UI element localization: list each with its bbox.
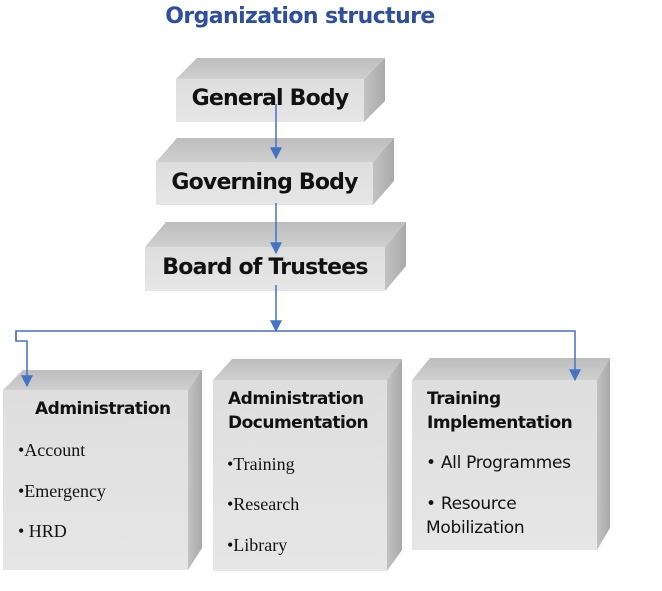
board-of-trustees-label: Board of Trustees — [162, 255, 368, 280]
training-implementation-box — [412, 358, 610, 550]
connector-branch-left — [15, 331, 33, 388]
board-of-trustees-box — [145, 222, 406, 291]
training-item-all-programmes: • All Programmes — [426, 453, 571, 473]
administration-item-hrd: • HRD — [18, 521, 67, 541]
training-item-mobilization: Mobilization — [426, 518, 525, 538]
training-heading-line2: Implementation — [427, 413, 573, 433]
general-body-box — [176, 58, 385, 122]
administration-heading: Administration — [35, 399, 171, 419]
administration-item-account: •Account — [18, 440, 86, 460]
general-body-label: General Body — [191, 86, 350, 111]
documentation-heading-line1: Administration — [228, 389, 364, 409]
documentation-item-training: •Training — [227, 454, 295, 474]
governing-body-label: Governing Body — [171, 170, 358, 195]
training-item-resource: • Resource — [426, 494, 517, 514]
connector-lines — [15, 104, 581, 388]
documentation-item-research: •Research — [227, 494, 300, 514]
chart-title: Organization structure — [165, 4, 435, 29]
administration-item-emergency: •Emergency — [18, 481, 106, 501]
administration-documentation-box — [213, 359, 402, 571]
documentation-item-library: •Library — [227, 535, 288, 555]
training-heading-line1: Training — [427, 389, 501, 409]
documentation-heading-line2: Documentation — [228, 413, 369, 433]
administration-box — [3, 370, 202, 570]
